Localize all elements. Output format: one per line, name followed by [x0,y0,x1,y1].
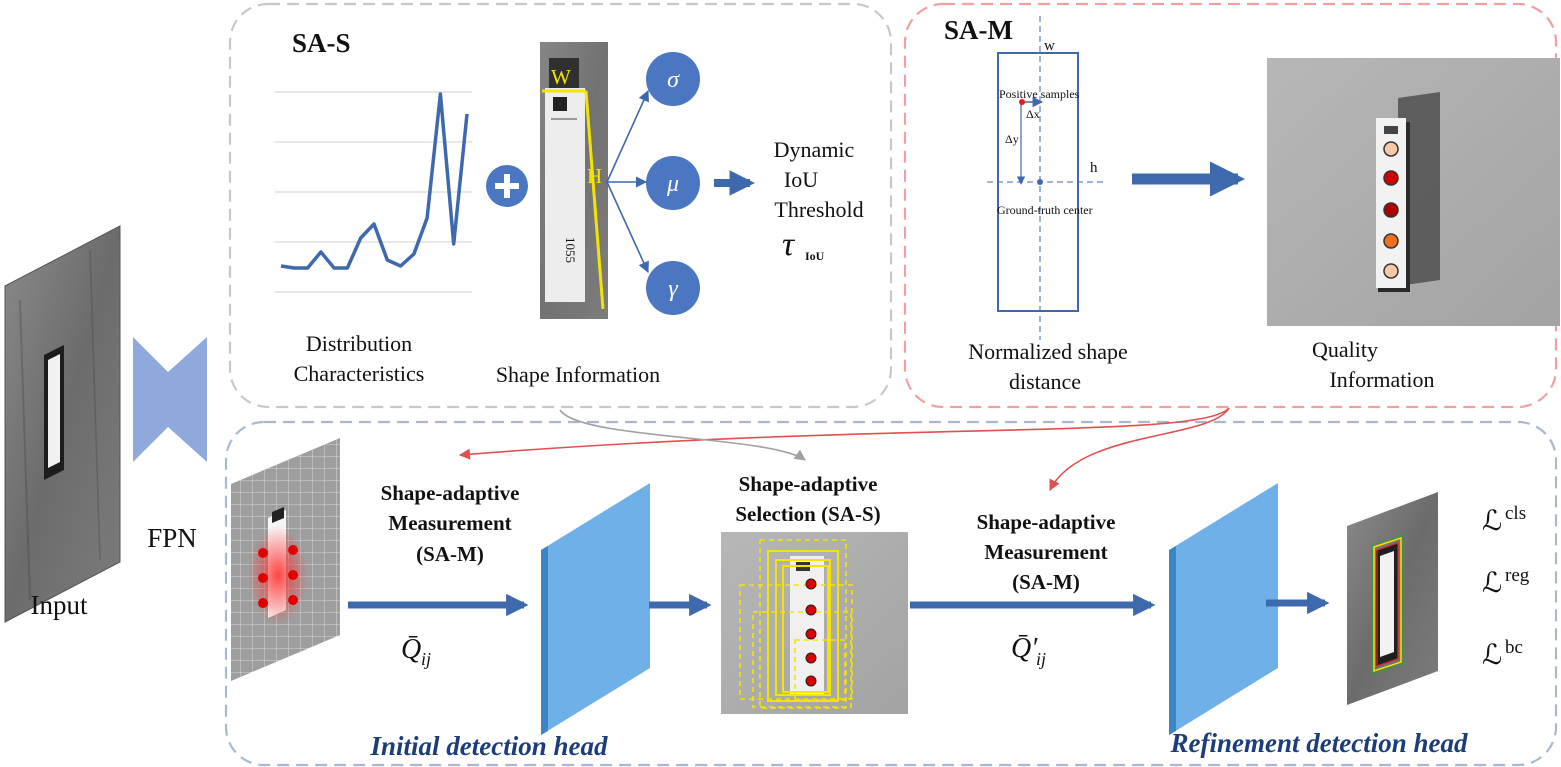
iou-label: IoU [784,167,818,192]
h-marker: H [587,164,602,188]
mu-node [646,156,700,210]
nsd-label-line1: Normalized shape [968,339,1127,364]
loss-bc-superscript: bc [1505,637,1523,658]
heads-frame [224,420,1558,767]
plus-icon [486,165,528,207]
sa-s-frame [228,2,893,409]
mu-label: μ [666,171,679,197]
shape-distance-diagram [987,16,1103,340]
refinement-head-title: Refinement detection head [1170,728,1468,758]
distribution-label-line2: Characteristics [294,361,425,386]
shape-info-label: Shape Information [496,362,660,387]
q-bar-symbol: Q̄ [401,634,421,665]
w-axis-label: w [1044,38,1055,54]
sigma-node [646,52,700,106]
quality-label-line2: Information [1329,367,1434,392]
chart-gridlines [275,91,472,293]
refinement-sam-line1: Shape-adaptive [977,510,1116,534]
gamma-node [646,261,700,315]
loss-cls-symbol: ℒ [1482,506,1502,537]
dy-label: Δy [1005,132,1019,146]
loss-reg-superscript: reg [1505,565,1530,586]
initial-sam-line1: Shape-adaptive [381,481,520,505]
distribution-chart [275,91,472,293]
shape-sample-image: 1055 [540,42,608,319]
initial-head-title: Initial detection head [369,731,608,761]
quality-dot [1383,263,1399,279]
initial-sam-line3: (SA-M) [416,542,484,566]
distribution-label-line1: Distribution [306,331,412,356]
fpn-label: FPN [147,523,197,553]
sa-m-title: SA-M [944,15,1013,45]
gt-center-label: Ground-truth center [997,203,1093,217]
selection-image [721,532,908,714]
dynamic-label: Dynamic [774,137,855,162]
quality-dot [1383,141,1399,157]
refinement-feature-map [1169,483,1278,735]
quality-dot [1383,233,1399,249]
sa-s-title: SA-S [292,28,351,58]
sigma-label: σ [667,67,680,93]
selection-label-line2: Selection (SA-S) [735,502,880,526]
q-prime-symbol: Q̄′ [1011,633,1038,664]
loss-reg-symbol: ℒ [1482,568,1502,599]
selection-label-line1: Shape-adaptive [739,472,878,496]
h-indicator [584,90,605,310]
q-bar-subscript: ij [421,649,431,669]
initial-sam-line2: Measurement [388,511,511,535]
loss-bc-symbol: ℒ [1482,640,1502,671]
tau-symbol: τ [782,226,796,263]
initial-feature-map [541,483,650,735]
sa-s-to-selection-arrow [559,409,806,461]
fpn-shape [133,337,207,462]
quality-dot [1383,202,1399,218]
arrow-to-gamma [606,181,649,274]
q-prime-subscript: ij [1036,649,1046,669]
refinement-sam-line2: Measurement [984,540,1107,564]
nsd-label-line2: distance [1009,369,1081,394]
quality-dot [1383,170,1399,186]
arrow-to-sigma [606,89,649,183]
positive-samples-label: Positive samples [999,87,1080,101]
chart-series-line [280,92,469,270]
grid-sample-image [231,438,340,681]
quality-image [1267,58,1560,326]
dx-label: Δx [1026,107,1040,121]
output-image [1347,492,1438,705]
sa-m-to-refinement-arrow [1049,407,1230,492]
quality-label-line1: Quality [1312,337,1378,362]
input-image [4,225,121,623]
w-marker: W [551,65,571,89]
loss-cls-superscript: cls [1505,503,1526,524]
input-label: Input [31,590,88,620]
threshold-label: Threshold [774,197,863,222]
sa-m-to-initial-arrow [458,407,1230,460]
refinement-sam-line3: (SA-M) [1012,570,1080,594]
tau-subscript: IoU [805,249,825,263]
sample-digits: 1055 [563,237,578,263]
gamma-label: γ [668,276,678,302]
h-axis-label: h [1090,160,1098,176]
